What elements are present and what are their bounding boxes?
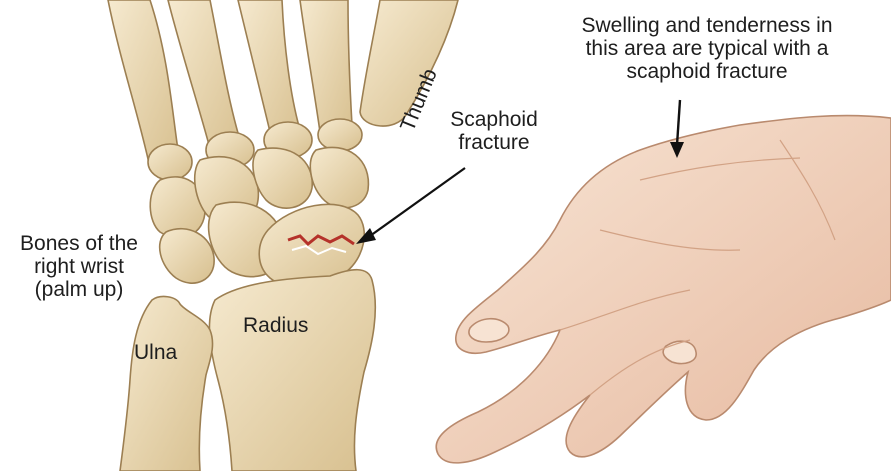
hand-illustration bbox=[436, 116, 891, 463]
bones-label-line2: right wrist bbox=[8, 255, 150, 278]
swelling-label-line1: Swelling and tenderness in bbox=[548, 14, 866, 37]
scaphoid-label-line1: Scaphoid bbox=[434, 108, 554, 131]
radius-bone bbox=[209, 270, 375, 471]
scaphoid-pointer-arrow bbox=[356, 168, 465, 244]
swelling-label-line3: scaphoid fracture bbox=[548, 60, 866, 83]
carpal-trapezium bbox=[310, 147, 368, 207]
finger-nail bbox=[663, 341, 696, 363]
bones-label-line1: Bones of the bbox=[8, 232, 150, 255]
radius-label: Radius bbox=[243, 314, 308, 337]
carpal-trapezoid bbox=[253, 148, 312, 208]
bones-label: Bones of the right wrist (palm up) bbox=[8, 232, 150, 301]
scaphoid-label-line2: fracture bbox=[434, 131, 554, 154]
scaphoid-fracture-label: Scaphoid fracture bbox=[434, 108, 554, 154]
hand-outline bbox=[436, 116, 891, 463]
ulna-bone bbox=[120, 297, 213, 471]
metacarpal-base-1 bbox=[148, 144, 192, 180]
swelling-label-line2: this area are typical with a bbox=[548, 37, 866, 60]
ulna-label: Ulna bbox=[134, 341, 177, 364]
carpal-triquetrum bbox=[160, 229, 214, 283]
swelling-label: Swelling and tenderness in this area are… bbox=[548, 14, 866, 83]
metacarpal-base-4 bbox=[318, 119, 362, 151]
bones-label-line3: (palm up) bbox=[8, 278, 150, 301]
wrist-bones bbox=[108, 0, 458, 471]
